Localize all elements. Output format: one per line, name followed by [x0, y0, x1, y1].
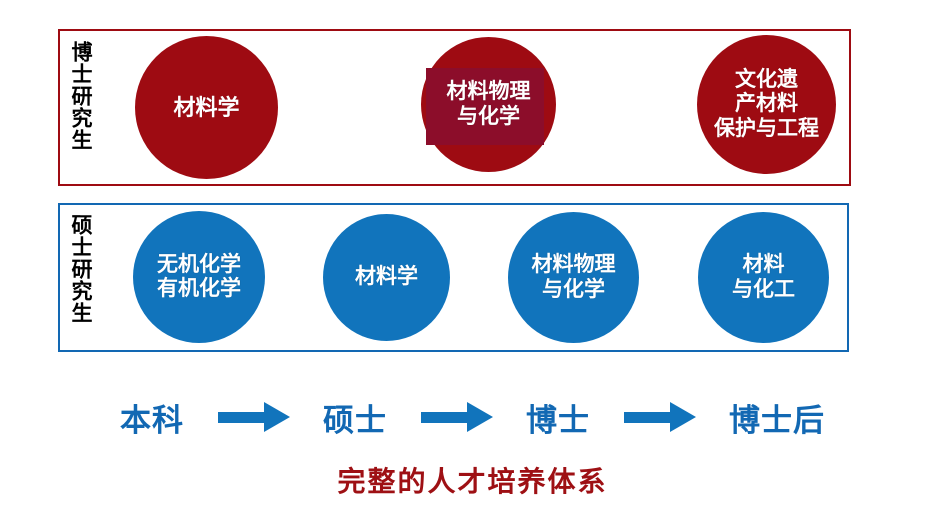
node-label-plate: [426, 68, 544, 145]
node-master-materials-physics-chemistry[interactable]: 材料物理 与化学: [508, 212, 639, 343]
ladder-step-master[interactable]: 硕士: [323, 402, 387, 438]
node-label: 材料物理 与化学: [532, 253, 616, 302]
right-arrow-icon-2: [420, 402, 493, 432]
node-doctor-cultural-heritage-materials[interactable]: 文化遗 产材料 保护与工程: [697, 35, 836, 174]
node-master-inorganic-organic-chemistry[interactable]: 无机化学 有机化学: [133, 211, 265, 343]
progression-ladder: 本科 硕士 博士 博士后: [120, 392, 825, 442]
arrow-head: [466, 402, 493, 432]
node-label-line-2: 产材料: [735, 92, 798, 116]
node-label-line-1: 材料: [742, 253, 785, 277]
node-label: 材料 与化工: [732, 253, 795, 302]
arrow-shaft: [217, 412, 266, 423]
node-label-line-2: 与化工: [732, 277, 795, 301]
right-arrow-icon-3: [623, 402, 696, 432]
node-master-materials-science[interactable]: 材料学: [323, 214, 450, 341]
node-master-materials-chemical-engineering[interactable]: 材料 与化工: [698, 212, 829, 343]
ladder-step-doctor[interactable]: 博士: [526, 402, 590, 438]
node-label-line-2: 与化学: [457, 104, 520, 128]
node-doctor-materials-science[interactable]: 材料学: [135, 36, 278, 179]
node-label: 材料物理 与化学: [447, 80, 531, 129]
node-label: 材料学: [173, 94, 240, 120]
node-label: 无机化学 有机化学: [157, 253, 241, 302]
row-label-doctor: 博士研究生: [69, 41, 92, 151]
arrow-head: [669, 402, 696, 432]
arrow-shaft: [420, 412, 469, 423]
node-label-line-3: 保护与工程: [714, 116, 819, 140]
row-label-master: 硕士研究生: [69, 214, 92, 324]
ladder-step-bachelor[interactable]: 本科: [120, 402, 184, 438]
arrow-head: [263, 402, 290, 432]
diagram-caption: 完整的人才培养体系: [337, 466, 608, 497]
node-label-line-1: 材料物理: [531, 253, 616, 277]
node-label: 文化遗 产材料 保护与工程: [714, 68, 819, 141]
arrow-shaft: [623, 412, 672, 423]
ladder-step-postdoc[interactable]: 博士后: [729, 402, 825, 438]
node-label-line-1: 无机化学: [157, 252, 241, 276]
right-arrow-icon-1: [217, 402, 290, 432]
node-label-line-2: 有机化学: [157, 277, 241, 300]
node-label-line-2: 与化学: [542, 277, 605, 301]
node-label-line-1: 文化遗: [735, 67, 798, 91]
node-label-line-1: 材料物理: [446, 80, 531, 104]
node-label: 材料学: [355, 265, 418, 289]
